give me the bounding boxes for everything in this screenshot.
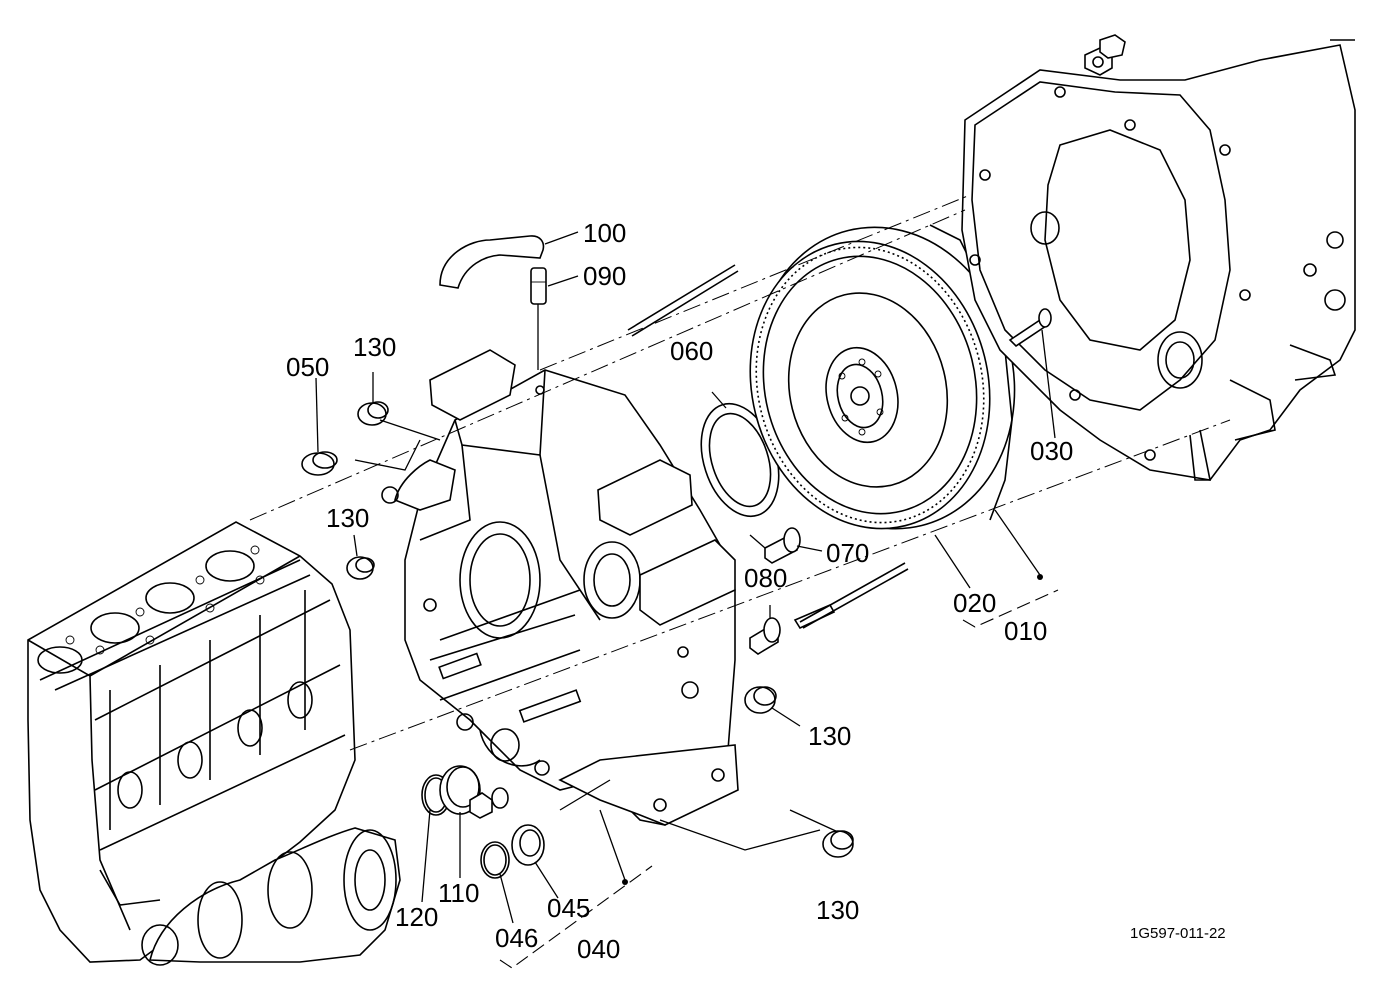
label-010: 010 xyxy=(1004,616,1047,646)
label-110: 110 xyxy=(438,878,479,908)
bolt-080 xyxy=(749,603,836,655)
label-130-mid: 130 xyxy=(326,503,369,533)
label-130-top: 130 xyxy=(353,332,396,362)
bolt-030 xyxy=(1008,308,1052,348)
clutch-housing-drawing xyxy=(961,34,1356,481)
group-bracket-040 xyxy=(499,865,653,969)
oil-seal-045 xyxy=(511,824,545,866)
breather-pipe-090 xyxy=(530,267,547,370)
circlip-046 xyxy=(480,841,510,879)
plug-130-right xyxy=(744,686,777,714)
label-100: 100 xyxy=(583,218,626,248)
label-030: 030 xyxy=(1030,436,1073,466)
bolt-070 xyxy=(764,527,801,564)
plug-130-bottom xyxy=(822,830,854,858)
assembly-lines xyxy=(249,194,1231,851)
flywheel-drawing xyxy=(749,224,1016,530)
leader-lines xyxy=(315,231,1056,924)
label-070: 070 xyxy=(826,538,869,568)
label-130-bottom: 130 xyxy=(816,895,859,925)
breather-hose-100 xyxy=(439,235,545,289)
label-050: 050 xyxy=(286,352,329,382)
label-040: 040 xyxy=(577,934,620,964)
label-046: 046 xyxy=(495,923,538,953)
label-045: 045 xyxy=(547,893,590,923)
label-080: 080 xyxy=(744,563,787,593)
label-060: 060 xyxy=(670,336,713,366)
label-020: 020 xyxy=(953,588,996,618)
flywheel-housing-drawing xyxy=(381,349,739,826)
engine-block-drawing xyxy=(27,521,401,966)
plug-050 xyxy=(301,451,338,476)
group-bracket-010 xyxy=(962,589,1059,628)
label-090: 090 xyxy=(583,261,626,291)
label-120: 120 xyxy=(395,902,438,932)
plug-130-top xyxy=(357,401,389,426)
nut-washer xyxy=(469,787,509,819)
label-130-right: 130 xyxy=(808,721,851,751)
figure-code: 1G597-011-22 xyxy=(1130,925,1226,942)
plug-130-mid xyxy=(346,556,375,580)
